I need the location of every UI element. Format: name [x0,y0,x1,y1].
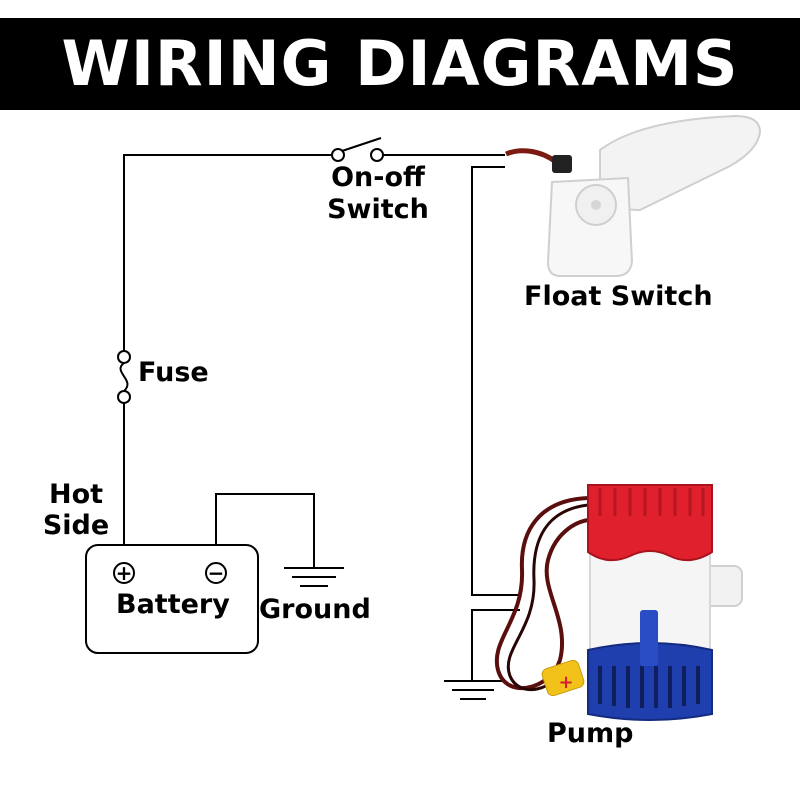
negative-to-ground-wire [215,493,315,568]
pump-image: + [494,484,743,721]
pump-label: Pump [547,718,634,749]
circuit-wires [123,154,520,680]
fuse-contact-top [117,350,131,364]
pump-cap-ridges [598,488,705,516]
battery-symbol: + − [85,544,259,654]
negative-terminal [205,562,227,584]
switch-label-line2: Switch [327,194,429,225]
pump-base-slots [598,666,700,708]
pump-cable-2 [506,503,589,692]
on-off-switch-symbol [331,137,384,162]
title-banner: WIRING DIAGRAMS [0,18,800,110]
switch-label-line1: On-off [331,162,425,193]
pump-cable [494,496,591,690]
page-title: WIRING DIAGRAMS [61,27,739,100]
pump-red-cap [587,484,713,562]
ground-symbol-battery [284,567,344,587]
pump-tag [541,659,585,697]
pump-blue-base [587,642,713,721]
pump-clip [640,610,658,666]
switch-contact-left [331,148,345,162]
positive-terminal [113,562,135,584]
float-switch-cable [505,148,558,165]
fuse-symbol [117,350,131,404]
hot-side-label-line2: Side [42,510,110,541]
float-switch-connector [552,155,572,173]
fuse-element [119,362,129,392]
hot-side-label-line1: Hot [48,479,104,510]
fuse-contact-bottom [117,390,131,404]
fuse-to-switch-wire [123,154,333,352]
positive-terminal-symbol: + [116,561,133,585]
switch-lever [341,137,382,152]
float-switch-image [505,114,762,277]
float-switch-pivot-hole [591,200,601,210]
float-switch-label: Float Switch [524,281,713,312]
pump-tag-cross: + [558,672,573,693]
ground-label: Ground [259,594,371,625]
negative-terminal-symbol: − [208,561,225,585]
ground-symbol-pump [444,680,502,700]
fuse-label: Fuse [138,357,209,388]
float-to-pump-wire [471,166,520,596]
switch-contact-right [370,148,384,162]
pump-ground-wire [471,609,520,680]
battery-label: Battery [116,589,230,620]
